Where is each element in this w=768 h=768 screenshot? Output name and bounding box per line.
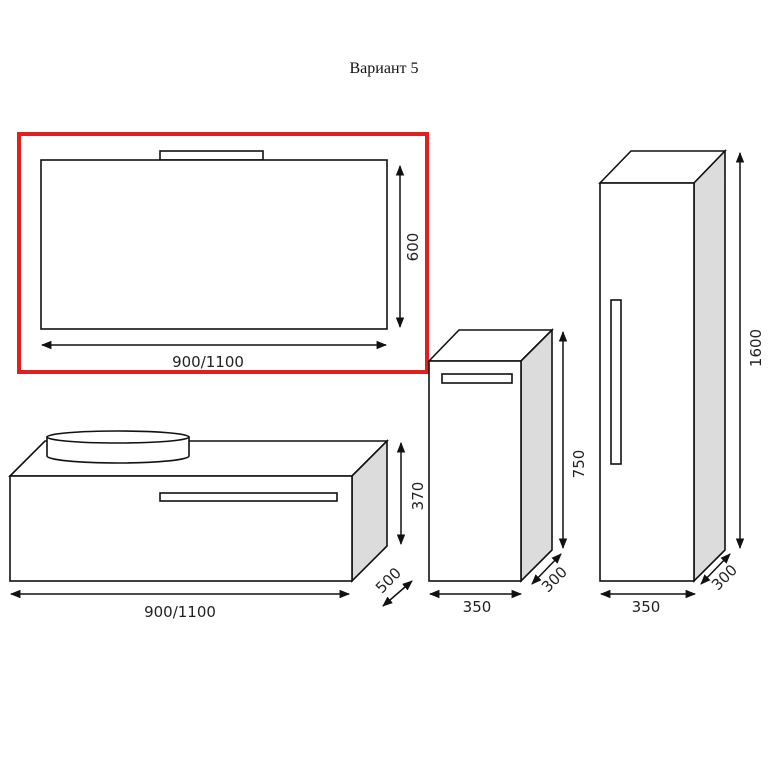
diagram-title: Вариант 5 <box>350 60 419 77</box>
mirror-panel <box>40 159 388 330</box>
sink-bowl <box>46 430 190 464</box>
tall-cabinet-width-label: 350 <box>632 598 661 616</box>
vanity-cabinet: 370 900/1100 500 <box>8 430 427 621</box>
mirror-width-label: 900/1100 <box>172 353 244 371</box>
vanity-height-label: 370 <box>409 482 427 511</box>
mid-cabinet-width-label: 350 <box>463 598 492 616</box>
vanity-width-label: 900/1100 <box>144 603 216 621</box>
mirror-height-label: 600 <box>404 233 422 262</box>
mirror: 600 900/1100 <box>40 150 422 371</box>
selection-highlight <box>17 132 429 374</box>
tall-cabinet-depth-label: 300 <box>708 561 741 594</box>
mid-cabinet-handle <box>441 373 513 384</box>
tall-cabinet-handle <box>610 299 622 465</box>
tall-cabinet: 1600 350 300 <box>598 149 765 616</box>
mid-cabinet: 750 350 300 <box>427 328 588 616</box>
mid-cabinet-depth-label: 300 <box>538 563 571 596</box>
mirror-lamp <box>159 150 264 161</box>
mid-cabinet-height-label: 750 <box>570 450 588 479</box>
vanity-handle <box>159 492 338 502</box>
tall-cabinet-height-label: 1600 <box>747 329 765 367</box>
